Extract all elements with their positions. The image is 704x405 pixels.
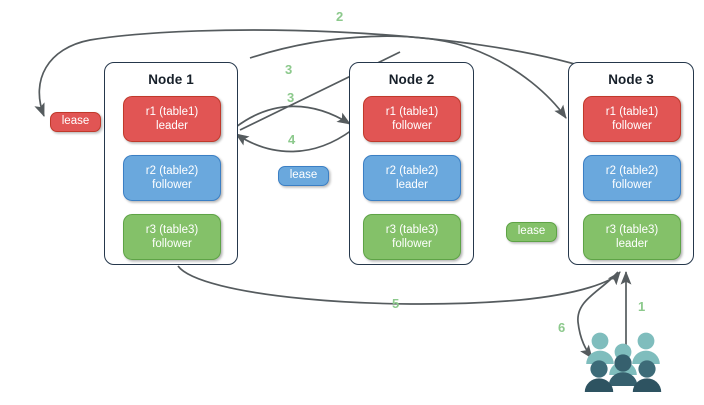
node-2-replica-r2[interactable]: r2 (table2) leader	[363, 155, 461, 201]
node-1-replica-r3[interactable]: r3 (table3) follower	[123, 214, 221, 260]
node-3-replica-r2-name: r2 (table2)	[605, 165, 659, 177]
lease-pill-r2[interactable]: lease	[278, 166, 329, 186]
step-label-3b: 3	[287, 90, 295, 105]
node-1-replica-r1-role: leader	[156, 120, 188, 132]
lease-pill-r3[interactable]: lease	[506, 222, 557, 242]
node-3-replica-r2[interactable]: r2 (table2) follower	[583, 155, 681, 201]
lease-pill-r1-label: lease	[61, 115, 90, 128]
node-3-replica-r1[interactable]: r1 (table1) follower	[583, 96, 681, 142]
node-1-title: Node 1	[148, 72, 194, 87]
lease-pill-r3-label: lease	[517, 225, 546, 238]
arrow-step-3-curve	[235, 105, 351, 128]
node-2-replica-r3[interactable]: r3 (table3) follower	[363, 214, 461, 260]
step-label-3a: 3	[285, 62, 293, 77]
node-2-container[interactable]: Node 2 r1 (table1) follower r2 (table2) …	[349, 62, 474, 265]
node-3-replica-r3-name: r3 (table3)	[605, 224, 659, 236]
lease-pill-r2-label: lease	[289, 169, 318, 182]
node-2-replica-r2-name: r2 (table2)	[385, 165, 439, 177]
arrow-step-2	[34, 29, 601, 117]
node-2-title: Node 2	[388, 72, 435, 87]
node-3-replica-r1-name: r1 (table1)	[605, 106, 659, 118]
node-2-replica-r1[interactable]: r1 (table1) follower	[363, 96, 461, 142]
node-1-replica-r3-name: r3 (table3)	[145, 224, 199, 236]
node-2-replica-r1-role: follower	[392, 120, 432, 132]
node-3-title: Node 3	[608, 72, 654, 87]
arrow-step-6	[577, 271, 619, 359]
node-3-container[interactable]: Node 3 r1 (table1) follower r2 (table2) …	[568, 62, 694, 265]
node-2-replica-r3-role: follower	[392, 238, 432, 250]
arrow-step-2b	[249, 35, 567, 119]
node-2-replica-r3-name: r3 (table3)	[385, 224, 439, 236]
step-label-1: 1	[638, 299, 646, 314]
lease-pill-r1[interactable]: lease	[50, 112, 101, 132]
node-1-container[interactable]: Node 1 r1 (table1) leader r2 (table2) fo…	[104, 62, 238, 265]
node-2-replica-r1-name: r1 (table1)	[385, 106, 439, 118]
node-3-replica-r2-role: follower	[612, 179, 652, 191]
step-label-4: 4	[288, 132, 296, 147]
node-1-replica-r3-role: follower	[152, 238, 192, 250]
people-icon	[584, 332, 662, 392]
node-2-replica-r2-role: leader	[396, 179, 428, 191]
node-1-replica-r2-name: r2 (table2)	[145, 165, 199, 177]
step-label-2: 2	[336, 9, 344, 24]
clients-group-icon	[584, 330, 662, 392]
step-label-5: 5	[392, 296, 400, 311]
node-3-replica-r3-role: leader	[616, 238, 648, 250]
node-1-replica-r1-name: r1 (table1)	[145, 106, 199, 118]
arrow-step-4-curve	[235, 129, 353, 153]
node-1-replica-r2[interactable]: r2 (table2) follower	[123, 155, 221, 201]
node-3-replica-r1-role: follower	[612, 120, 652, 132]
node-3-replica-r3[interactable]: r3 (table3) leader	[583, 214, 681, 260]
node-1-replica-r2-role: follower	[152, 179, 192, 191]
arrow-step-5	[177, 265, 621, 305]
node-1-replica-r1[interactable]: r1 (table1) leader	[123, 96, 221, 142]
step-label-6: 6	[558, 320, 566, 335]
